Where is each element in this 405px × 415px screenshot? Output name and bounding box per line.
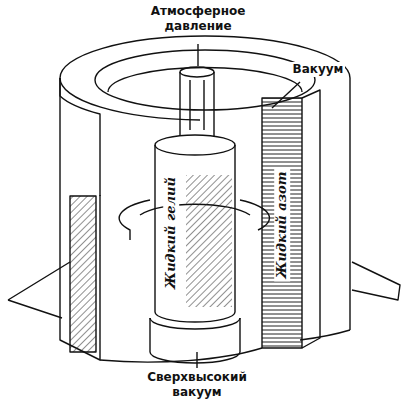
housing-wall-section — [70, 196, 96, 352]
outer-housing — [60, 36, 350, 78]
sample-tube — [150, 352, 240, 363]
sample-tube — [150, 318, 240, 329]
helium-vessel — [155, 135, 235, 155]
part-label: Атмосферное давление — [141, 4, 255, 34]
vertical-label: Жидкий гелий — [163, 174, 179, 292]
liquid-helium — [186, 175, 232, 307]
helium-neck — [180, 67, 214, 77]
outer-housing — [349, 78, 350, 330]
helium-neck — [180, 72, 214, 140]
outer-housing — [60, 78, 200, 120]
vacuum-chamber — [108, 68, 302, 92]
leader-line — [197, 44, 198, 66]
part-label: Вакуум — [291, 62, 346, 77]
sample-tube — [150, 318, 240, 352]
outer-housing — [300, 330, 350, 340]
outer-housing — [60, 78, 100, 196]
helium-neck — [190, 80, 204, 130]
helium-vessel — [155, 312, 235, 322]
part-label: Сверхвысокий вакуум — [140, 370, 254, 400]
base-plate — [352, 262, 400, 300]
vertical-label: Жидкий азот — [274, 169, 290, 282]
outer-housing — [60, 78, 100, 360]
helium-vessel — [155, 145, 235, 312]
helium-vessel: Жидкий гелий — [157, 160, 185, 305]
leader-line — [272, 82, 300, 108]
nitrogen-jacket — [302, 90, 320, 348]
leader-line — [196, 352, 197, 368]
outer-housing — [100, 348, 262, 362]
nitrogen-jacket: Жидкий азот — [263, 110, 301, 340]
